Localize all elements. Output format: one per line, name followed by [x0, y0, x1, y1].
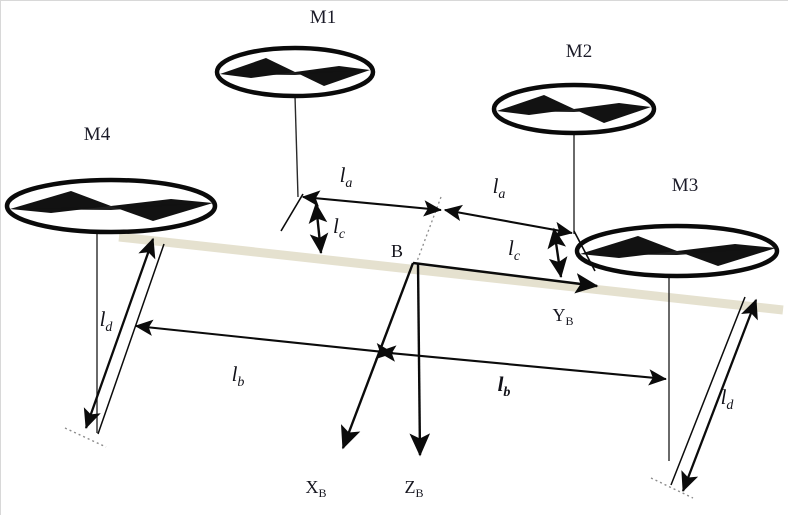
dimension-label-la-left-sub: a	[345, 176, 352, 191]
ld-right-companion-line	[670, 296, 746, 486]
ld-left-dimension-line	[83, 237, 156, 429]
frame-arm-band	[118, 232, 784, 315]
m1-stem	[294, 95, 299, 198]
dimension-label-lb-left-sub: b	[237, 375, 244, 390]
axis-label-x-sub: B	[318, 486, 326, 500]
axis-label-y: YB	[552, 305, 573, 328]
dimension-label-lc-left-main: l	[333, 214, 339, 238]
motor-label-m4: M4	[84, 124, 111, 145]
dimension-label-la-right-main: l	[493, 174, 499, 198]
m2-rotor	[491, 82, 657, 136]
motor-m2[interactable]	[491, 82, 657, 234]
m1-rotor	[214, 45, 376, 99]
motor-m4[interactable]	[4, 177, 218, 433]
dimension-label-la-right: la	[493, 174, 506, 202]
dimension-label-lb-right-main: l	[498, 372, 504, 396]
lb-left-dimension-line	[134, 319, 394, 360]
dimension-label-la-right-sub: a	[498, 187, 505, 202]
dimension-label-lc-left: lc	[333, 214, 346, 242]
lc-right-dimension-line	[547, 227, 568, 278]
y-axis-line	[412, 261, 599, 294]
la-left-dimension-line	[301, 190, 442, 217]
m4-rotor	[4, 177, 218, 235]
ld-right-dimension-line	[681, 298, 758, 492]
axis-label-x-main: X	[305, 477, 318, 497]
motor-label-m3: M3	[672, 175, 698, 196]
dimension-label-ld-right-main: l	[721, 385, 727, 409]
dimension-label-ld-left-sub: d	[105, 320, 113, 335]
m4-blade-axis	[10, 203, 213, 210]
m3-rotor	[574, 223, 780, 279]
axis-label-z: ZB	[404, 477, 423, 500]
motor-label-m1: M1	[310, 7, 336, 28]
lb-right-dimension-line	[377, 345, 667, 386]
la-right-extension-tick	[573, 230, 596, 272]
dimension-label-lc-left-sub: c	[339, 227, 346, 242]
origin-label-b: B	[391, 241, 403, 261]
dimension-label-la-left-main: l	[340, 163, 346, 187]
motor-m1[interactable]	[214, 45, 376, 198]
dimension-label-lb-left: lb	[232, 362, 245, 390]
dimension-label-lc-right: lc	[508, 236, 521, 264]
axis-label-z-main: Z	[404, 477, 415, 497]
axis-label-z-sub: B	[415, 486, 423, 500]
axis-label-y-main: Y	[552, 305, 565, 325]
dimension-label-lb-left-main: l	[232, 362, 238, 386]
la-left-extension-tick	[280, 193, 304, 232]
m2-blade-axis	[497, 107, 651, 112]
axis-label-x: XB	[305, 477, 326, 500]
dimension-label-lb-right: lb	[498, 372, 511, 400]
dimension-label-ld-left: ld	[100, 307, 114, 335]
motor-m3[interactable]	[574, 223, 780, 461]
lc-left-dimension-line	[308, 202, 329, 254]
motor-label-m2: M2	[566, 41, 592, 62]
m3-blade-axis	[580, 248, 776, 255]
m1-blade-axis	[220, 70, 370, 75]
dimension-label-ld-left-main: l	[100, 307, 106, 331]
dimension-label-lc-right-sub: c	[514, 249, 521, 264]
dimension-label-lb-right-sub: b	[503, 385, 510, 400]
dimension-label-lc-right-main: l	[508, 236, 514, 260]
axis-label-y-sub: B	[565, 314, 573, 328]
dimension-label-ld-right: ld	[721, 385, 735, 413]
arm-band-line	[118, 232, 784, 315]
dimension-label-la-left: la	[340, 163, 353, 191]
ld-left-companion-line	[97, 243, 165, 435]
dimension-label-ld-right-sub: d	[726, 398, 734, 413]
